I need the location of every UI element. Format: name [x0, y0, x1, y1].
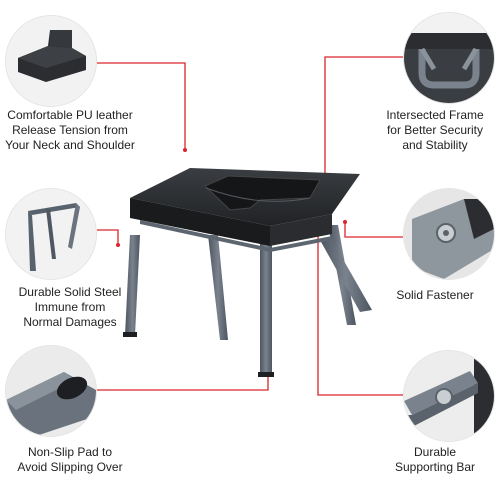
seat-corner-icon: [6, 16, 96, 106]
intersected-frame-detail-circle: [403, 12, 495, 104]
caption-line: Immune from: [34, 300, 106, 314]
caption-line: Solid Fastener: [396, 288, 474, 302]
caption-line: Normal Damages: [23, 315, 117, 329]
caption-line: Release Tension from: [12, 123, 128, 137]
steel-frame-detail-circle: [5, 188, 97, 280]
caption-line: Durable Solid Steel: [18, 285, 122, 299]
caption-line: Avoid Slipping Over: [17, 460, 123, 474]
bolt-fastener-icon: [404, 189, 494, 279]
leader-dot-pu-leather: [183, 148, 187, 152]
fastener-caption: Solid Fastener: [370, 288, 500, 303]
caption-line: and Stability: [402, 138, 468, 152]
fastener-detail-circle: [403, 188, 495, 280]
foot-pad-caption: Non-Slip Pad to Avoid Slipping Over: [0, 445, 140, 475]
caption-line: Your Neck and Shoulder: [5, 138, 135, 152]
supporting-bar-caption: Durable Supporting Bar: [370, 445, 500, 475]
caption-line: Intersected Frame: [386, 108, 484, 122]
pu-leather-detail-circle: [5, 15, 97, 107]
supporting-bar-detail-circle: [403, 350, 495, 442]
intersected-frame-icon: [404, 13, 494, 103]
steel-frame-icon: [6, 189, 96, 279]
supporting-bar-icon: [404, 351, 494, 441]
caption-line: for Better Security: [386, 123, 484, 137]
foot-pad-detail-circle: [5, 345, 97, 437]
caption-line: Supporting Bar: [394, 460, 476, 474]
caption-line: Durable: [413, 445, 457, 459]
intersected-frame-caption: Intersected Frame for Better Security an…: [370, 108, 500, 153]
caption-line: Comfortable PU leather: [7, 108, 133, 122]
caption-line: Non-Slip Pad to: [27, 445, 113, 459]
headstand-bench-image: [123, 168, 372, 377]
steel-caption: Durable Solid Steel Immune from Normal D…: [0, 285, 140, 330]
pu-leather-caption: Comfortable PU leather Release Tension f…: [0, 108, 140, 153]
foot-pad-icon: [6, 346, 96, 436]
